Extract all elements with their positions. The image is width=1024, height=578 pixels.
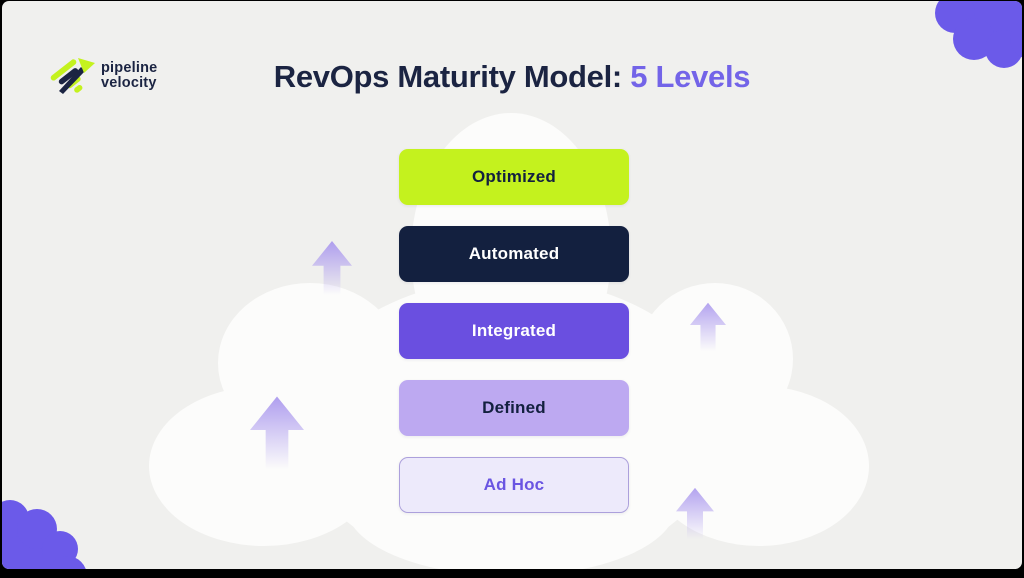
brand-logo: pipeline velocity [48, 51, 157, 101]
brand-name-line1: pipeline [101, 59, 158, 76]
level-label: Defined [482, 398, 546, 417]
level-label: Automated [468, 244, 560, 263]
brand-name-line2: velocity [101, 75, 157, 91]
up-arrow-icon [312, 241, 352, 295]
level-box-defined: Defined [399, 380, 629, 436]
page-title-accent: 5 Levels [630, 59, 751, 94]
level-label: Optimized [472, 167, 556, 186]
up-arrow-icon [676, 487, 714, 540]
up-arrow-icon [690, 302, 726, 352]
brand-name: pipeline velocity [101, 59, 158, 92]
level-box-automated: Automated [399, 226, 629, 282]
level-box-integrated: Integrated [399, 303, 629, 359]
corner-flower-top-right [935, 1, 1022, 68]
pipeline-funnel-arrow-icon [50, 58, 95, 94]
corner-flower-bottom-left [2, 500, 86, 569]
level-label: Ad Hoc [483, 475, 545, 494]
page-title: RevOps Maturity Model: 5 Levels [2, 59, 1022, 95]
level-label: Integrated [471, 321, 557, 340]
page-title-main: RevOps Maturity Model: [273, 59, 631, 94]
level-box-adhoc: Ad Hoc [399, 457, 629, 513]
level-box-optimized: Optimized [399, 149, 629, 205]
infographic-canvas: pipeline velocity RevOps Maturity Model:… [2, 1, 1022, 569]
up-arrow-icon [250, 396, 304, 470]
